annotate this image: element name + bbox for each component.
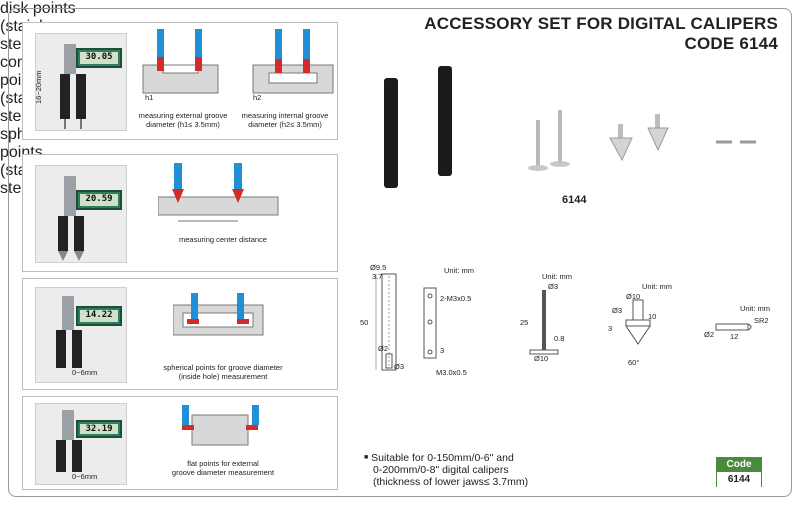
h2-mark: h2 [253, 93, 262, 102]
spherical-radius: SR2 [754, 316, 769, 325]
rod-w-top: 3.7 [372, 272, 383, 281]
product-code-label: 6144 [562, 194, 587, 206]
rod-unit: Unit: mm [444, 266, 474, 275]
caliper-jaws [60, 44, 86, 129]
panel-spherical: 14.22 0~6mm spherical points for groove … [22, 278, 338, 390]
caption-center: measuring center distance [179, 235, 267, 244]
usage-column: 30.05 16~20mm h1 [22, 22, 338, 490]
extension-rod-image [384, 78, 398, 188]
page-title: ACCESSORY SET FOR DIGITAL CALIPERS CODE … [424, 14, 778, 53]
h1-mark: h1 [145, 93, 154, 102]
product-photos [384, 66, 756, 188]
conical-h-small: 3 [608, 324, 613, 333]
conical-d-pin: Ø3 [612, 306, 623, 315]
conical-angle: 60° [628, 358, 640, 367]
disk-thick: 0.8 [554, 334, 565, 343]
caliper-display: 30.05 [76, 48, 122, 68]
disk-unit: Unit: mm [542, 272, 572, 281]
rod-d-bottom: Ø3 [394, 362, 405, 371]
rod-length: 50 [360, 318, 369, 327]
spherical-length: 12 [730, 332, 739, 341]
caliper-photo: 30.05 16~20mm [34, 33, 127, 131]
technical-drawings [375, 273, 752, 371]
rod-thread-top: 2-M3x0.5 [440, 294, 472, 303]
caliper-photo: 32.19 0~6mm [35, 403, 127, 485]
caliper-display: 32.19 [76, 420, 122, 438]
disk-d-top: Ø3 [548, 282, 559, 291]
disk-d-base: Ø10 [534, 354, 549, 363]
caliper-jaws [58, 176, 84, 261]
dim-label: 0~6mm [72, 368, 98, 377]
page-frame [8, 8, 792, 497]
dim-label: 16~20mm [34, 70, 43, 104]
caliper-jaws [56, 296, 82, 368]
spherical-d: Ø2 [704, 330, 715, 339]
conical-d-top: Ø10 [626, 292, 641, 301]
caliper-display: 14.22 [76, 306, 122, 326]
conical-unit: Unit: mm [642, 282, 672, 291]
flat-points-diagram [182, 405, 259, 446]
groove-diagram [142, 29, 334, 94]
rod-d-side: Ø2 [378, 344, 389, 353]
caliper-jaws [56, 410, 82, 472]
caliper-display: 20.59 [76, 190, 122, 210]
rod-thread-bottom: M3.0x0.5 [436, 368, 467, 377]
disk-height: 25 [520, 318, 529, 327]
caption-spherical: spherical points for groove diameter(ins… [163, 363, 283, 381]
spherical-unit: Unit: mm [740, 304, 770, 313]
caliper-photo: 14.22 0~6mm [35, 287, 127, 383]
code-box-value: 6144 [717, 472, 761, 487]
panel-center-distance: 20.59 measuring center distance [22, 154, 338, 272]
conical-h-pin: 10 [648, 312, 657, 321]
spherical-diagram [173, 293, 264, 336]
compatibility-note: ■ Suitable for 0-150mm/0-6" and 0-200mm/… [364, 452, 529, 489]
rod-small: 3 [440, 346, 445, 355]
rod-d-top: Ø9.5 [370, 263, 387, 272]
center-distance-diagram [158, 163, 279, 222]
code-box-header: Code [717, 458, 761, 472]
code-box: Code 6144 [716, 457, 762, 487]
dim-label: 0~6mm [72, 472, 98, 481]
caliper-photo: 20.59 [35, 165, 127, 263]
extension-rod-image [438, 66, 452, 176]
panel-groove-diameter: 30.05 16~20mm h1 [22, 22, 338, 140]
